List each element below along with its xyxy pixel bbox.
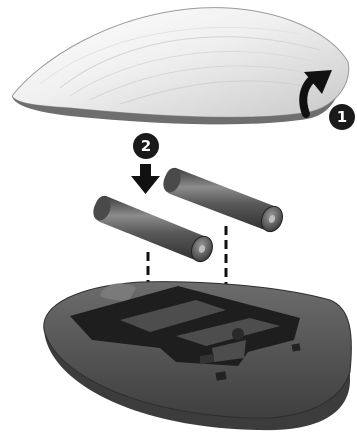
- mouse-top-cover: [12, 8, 349, 125]
- battery-front: [90, 195, 216, 265]
- down-arrow-icon: [131, 164, 160, 194]
- step-1-callout: 1: [329, 104, 355, 130]
- battery-back: [160, 167, 286, 235]
- step-1-number: 1: [337, 108, 347, 126]
- mouse-base: [44, 282, 352, 431]
- step-2-number: 2: [141, 137, 151, 155]
- step-2-callout: 2: [133, 133, 159, 159]
